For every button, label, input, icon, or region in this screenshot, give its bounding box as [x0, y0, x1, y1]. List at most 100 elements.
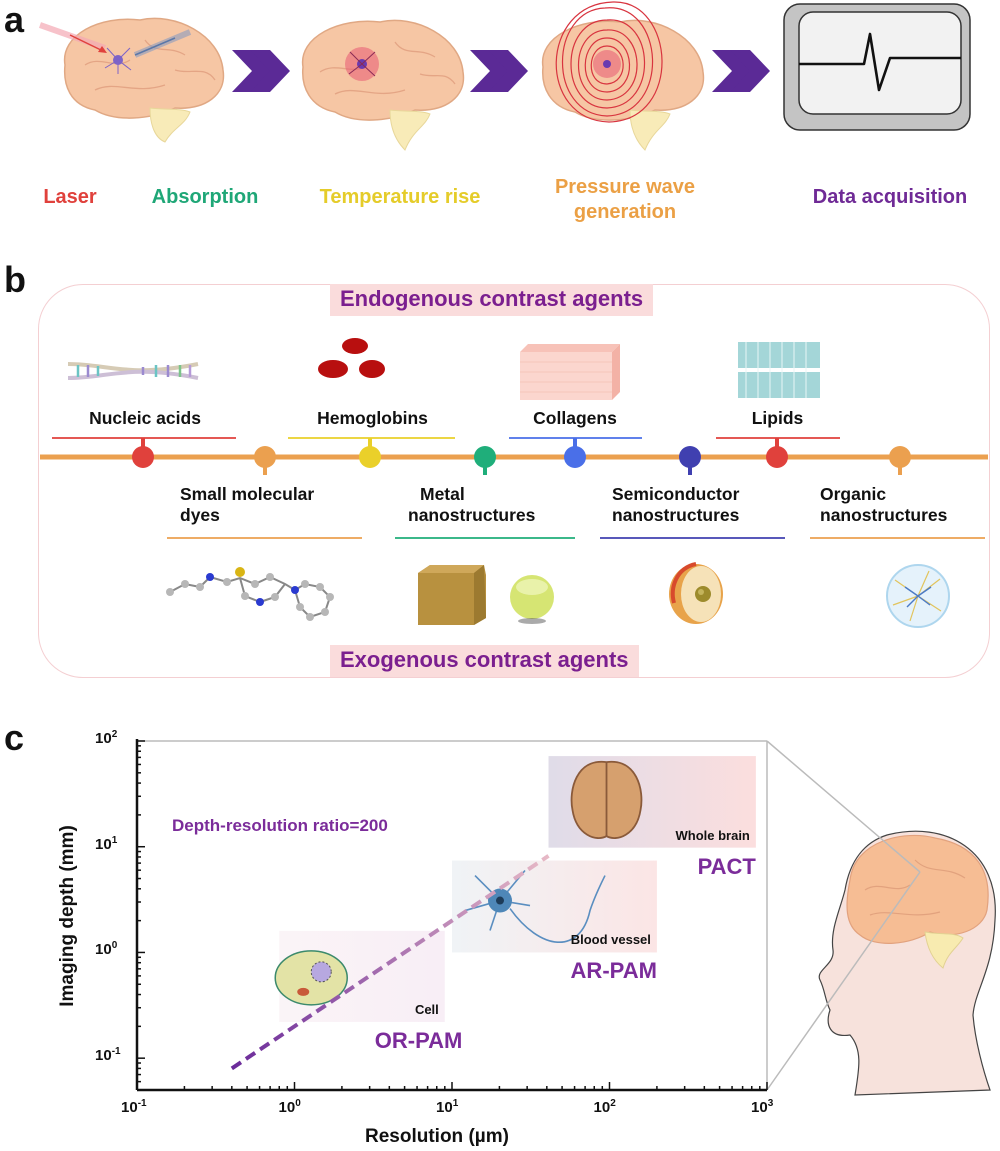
label-line2: dyes — [180, 505, 220, 526]
tick-exponent: 0 — [295, 1098, 301, 1109]
timeline-node-small-molecular-dyes — [167, 446, 362, 539]
panel-c-letter: c — [4, 717, 25, 758]
brain-laser-icon — [38, 17, 225, 143]
step-text: Laser — [43, 186, 97, 208]
x-tick-label: 103 — [751, 1098, 773, 1116]
agent-label-lipids: Lipids — [751, 408, 804, 428]
monitor-signal-icon — [783, 3, 971, 131]
region-example-label: Cell — [414, 1001, 439, 1017]
tick-exponent: 2 — [610, 1098, 616, 1109]
tick-base: 10 — [751, 1099, 768, 1116]
step-label-laser: Laser — [30, 185, 110, 210]
y-axis-title: Imaging depth (mm) — [57, 825, 78, 1007]
tick-base: 10 — [593, 1099, 611, 1116]
tick-exponent: 2 — [111, 729, 118, 740]
ratio-line — [230, 854, 550, 1071]
cell-nucleus — [310, 961, 332, 983]
x-tick-label: 101 — [436, 1098, 458, 1116]
tick-exponent: 1 — [111, 834, 118, 846]
collagen-tissue-icon — [520, 344, 620, 400]
modality-label-or-pam: OR-PAM — [374, 1027, 463, 1053]
dna-helix-icon — [67, 362, 199, 380]
label-line2: nanostructures — [612, 505, 740, 526]
step-text: Pressure wave — [554, 176, 696, 198]
modality-label-pact: PACT — [697, 853, 756, 879]
step-text: Data acquisition — [812, 186, 968, 208]
ratio-annotation: Depth-resolution ratio=200 — [172, 816, 388, 835]
label-line2: nanostructures — [408, 505, 536, 526]
x-tick-label: 10-1 — [121, 1098, 147, 1116]
tick-exponent: 3 — [767, 1098, 774, 1109]
tick-exponent: -1 — [137, 1098, 147, 1109]
tick-base: 10 — [95, 730, 112, 747]
cell-mitochondrion — [297, 987, 310, 996]
step-text: Temperature rise — [319, 186, 481, 208]
tick-base: 10 — [95, 941, 112, 959]
tick-exponent: -1 — [111, 1046, 121, 1058]
x-tick-label: 102 — [594, 1098, 616, 1116]
step-label-data-acquisition: Data acquisition — [790, 185, 990, 210]
y-tick-label: 102 — [95, 729, 117, 747]
red-blood-cells-icon — [318, 338, 385, 378]
tick-base: 10 — [278, 1099, 296, 1116]
y-tick-label: 10-1 — [95, 1046, 121, 1064]
panel-a-letter: a — [4, 0, 25, 40]
lipid-bilayer-icon — [738, 342, 820, 398]
chevron-arrow-icon — [712, 50, 770, 92]
dye-molecule-icon — [166, 567, 334, 621]
label-line1: Semiconductor — [612, 484, 740, 504]
exogenous-title: Exogenous contrast agents — [330, 645, 639, 677]
micelle-icon — [886, 564, 950, 628]
brain-heating-icon — [301, 19, 465, 151]
label-line1: Small molecular — [180, 484, 315, 504]
timeline-node-lipids — [716, 437, 840, 468]
label-line1: Organic — [820, 484, 887, 504]
timeline-node-hemoglobins — [288, 437, 455, 468]
region-example-label: Whole brain — [675, 827, 750, 843]
tick-base: 10 — [436, 1099, 453, 1116]
region-example-label: Blood vessel — [570, 932, 651, 948]
step-label-absorption: Absorption — [135, 185, 275, 210]
step-text: Absorption — [151, 186, 259, 208]
cell-icon — [274, 950, 348, 1006]
agent-timeline — [40, 437, 988, 539]
tick-base: 10 — [95, 1047, 112, 1065]
x-tick-label: 100 — [279, 1098, 301, 1116]
timeline-node-metal-nanostructures — [395, 446, 575, 539]
agent-label-nucleic-acids: Nucleic acids — [89, 408, 201, 428]
tick-base: 10 — [121, 1099, 138, 1116]
zoom-line-top — [766, 740, 921, 873]
tick-exponent: 0 — [111, 940, 118, 952]
chevron-arrow-icon — [470, 50, 528, 92]
y-tick-label: 101 — [95, 835, 117, 853]
step-text-line2: generation — [573, 201, 677, 223]
zoom-line-bottom — [766, 871, 921, 1091]
agent-label-collagens: Collagens — [533, 408, 617, 428]
neuron-nucleus — [496, 896, 504, 905]
tick-exponent: 1 — [452, 1098, 459, 1109]
quantum-dot-icon — [669, 562, 723, 624]
step-label-temperature-rise: Temperature rise — [300, 185, 500, 210]
metal-nanoparticles-icon — [418, 565, 554, 625]
timeline-node-semiconductor-nanostructures — [600, 446, 785, 539]
tick-base: 10 — [95, 835, 112, 853]
modality-label-ar-pam: AR-PAM — [570, 958, 657, 984]
chevron-arrow-icon — [232, 50, 290, 92]
timeline-node-collagens — [509, 437, 642, 468]
y-tick-label: 100 — [95, 940, 117, 958]
endogenous-title: Endogenous contrast agents — [330, 284, 654, 316]
region-box-ar-pam — [452, 860, 657, 953]
label-line1: Metal — [420, 484, 465, 504]
step-label-pressure-wave: Pressure wave generation — [535, 175, 715, 225]
panel-b-letter: b — [4, 259, 26, 300]
brain-pressure-wave-icon — [541, 1, 705, 151]
agent-label-hemoglobins: Hemoglobins — [317, 408, 428, 428]
label-line2: nanostructures — [820, 505, 948, 526]
timeline-node-organic-nanostructures — [810, 446, 985, 539]
timeline-node-nucleic-acids — [52, 437, 236, 468]
